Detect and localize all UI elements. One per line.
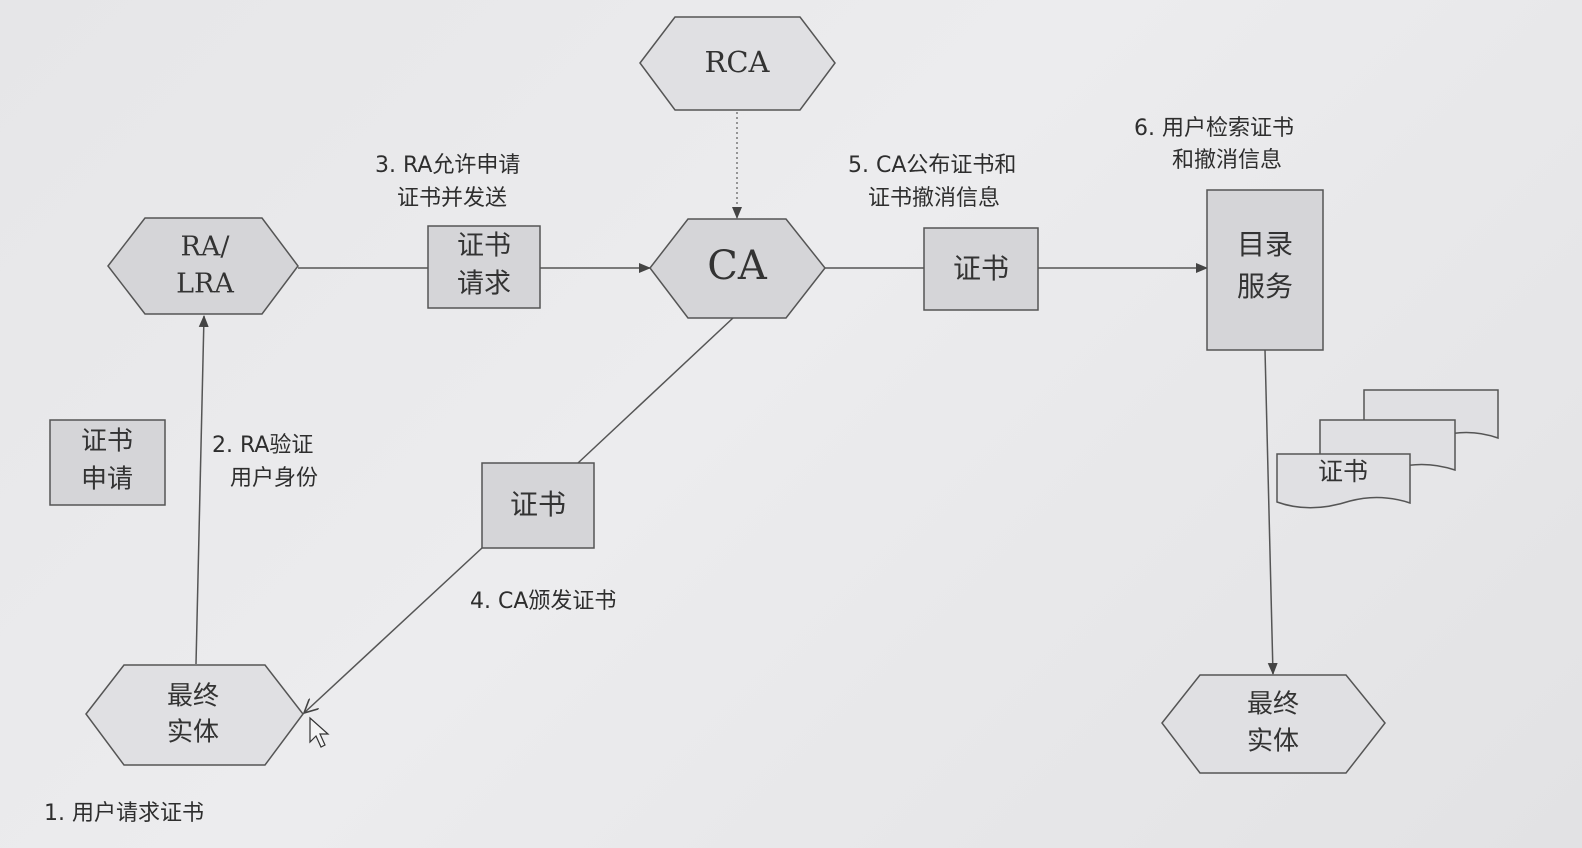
cert-published-label: 证书	[953, 252, 1009, 285]
cert-issued-to-end-entity-arrow	[304, 547, 483, 713]
cert-request-label-line1: 证书	[457, 231, 511, 262]
cert-application-label-line2: 申请	[81, 465, 133, 495]
ra-lra-label-line2: LRA	[176, 269, 234, 300]
cert-application-box: 证书 申请	[49, 419, 166, 506]
directory-to-end-entity-arrow	[1264, 349, 1278, 675]
directory-service-label-line1: 目录	[1237, 228, 1293, 261]
rca-label: RCA	[705, 45, 771, 79]
step-3-text-line1: 3. RA允许申请	[375, 153, 520, 178]
step-6-annotation: 6. 用户检索证书 和撤消信息	[1134, 116, 1294, 173]
cert-document-stack: 证书	[1276, 389, 1499, 509]
cert-issued-label: 证书	[510, 488, 566, 521]
step-2-text-line2: 用户身份	[230, 466, 318, 491]
end-entity-right-label-line2: 实体	[1247, 727, 1299, 757]
step-5-annotation: 5. CA公布证书和 证书撤消信息	[848, 153, 1016, 211]
step-3-annotation: 3. RA允许申请 证书并发送	[375, 153, 520, 211]
step-4-text: 4. CA颁发证书	[470, 589, 616, 614]
directory-service-node: 目录 服务	[1206, 189, 1324, 351]
step-5-text-line1: 5. CA公布证书和	[848, 153, 1016, 178]
step-3-text-line2: 证书并发送	[397, 186, 507, 211]
end-entity-to-ra-arrow	[195, 315, 209, 665]
cert-published-box: 证书	[923, 227, 1039, 311]
step-2-annotation: 2. RA验证 用户身份	[212, 433, 318, 491]
cert-stack-label: 证书	[1318, 457, 1368, 486]
cert-request-label-line2: 请求	[457, 269, 511, 300]
end-entity-right-label-line1: 最终	[1247, 690, 1299, 720]
ra-lra-label-line1: RA/	[181, 232, 231, 263]
step-2-text-line1: 2. RA验证	[212, 433, 313, 458]
ca-label: CA	[707, 243, 768, 289]
step-1-text: 1. 用户请求证书	[44, 801, 204, 826]
cert-application-label-line1: 证书	[81, 427, 133, 457]
step-5-text-line2: 证书撤消信息	[868, 186, 1000, 211]
ca-to-cert-issued-connector	[577, 317, 734, 464]
directory-service-label-line2: 服务	[1237, 270, 1293, 303]
step-6-text-line1: 6. 用户检索证书	[1134, 116, 1294, 141]
end-entity-left-label-line1: 最终	[167, 682, 219, 712]
step-4-annotation: 4. CA颁发证书	[470, 589, 616, 614]
end-entity-right-node: 最终 实体	[1161, 674, 1386, 774]
end-entity-left-label-line2: 实体	[167, 718, 219, 748]
rca-node: RCA	[639, 16, 836, 111]
step-1-annotation: 1. 用户请求证书	[44, 801, 204, 826]
end-entity-left-node: 最终 实体	[85, 664, 304, 766]
cert-document-front	[1276, 453, 1411, 509]
cert-request-box: 证书 请求	[427, 225, 541, 309]
cert-issued-box: 证书	[481, 462, 595, 549]
step-6-text-line2: 和撤消信息	[1172, 148, 1282, 173]
ra-lra-node: RA/ LRA	[107, 217, 299, 315]
ca-node: CA	[649, 218, 826, 319]
mouse-pointer-icon	[309, 716, 330, 748]
